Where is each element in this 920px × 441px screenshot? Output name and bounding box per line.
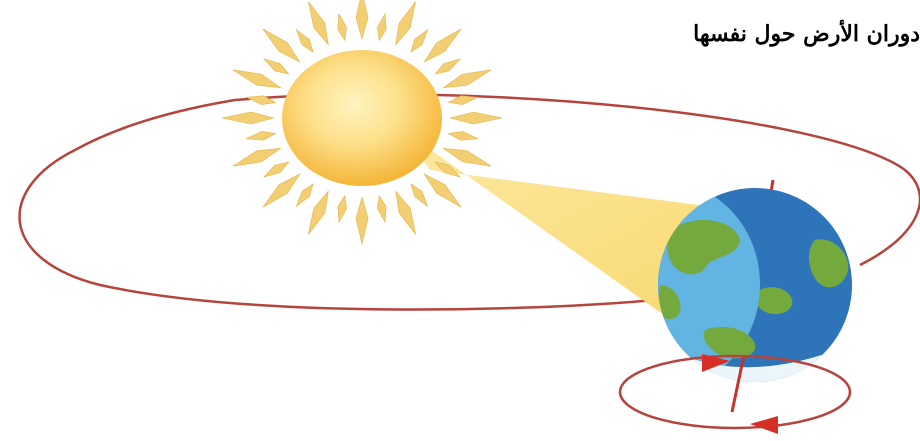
earth-icon (640, 160, 852, 400)
sun-ray (308, 191, 328, 234)
sun-ray (424, 29, 461, 62)
sun-ray (222, 112, 274, 124)
sun-ray (233, 148, 281, 166)
rotation-arrow-back (750, 416, 778, 434)
sun-ray (263, 29, 300, 62)
sun-ray (263, 174, 300, 207)
sun-ray (448, 96, 477, 105)
diagram-title: دوران الأرض حول نفسها (560, 14, 920, 54)
sun-ray (450, 112, 502, 124)
sun-ray (377, 14, 386, 41)
sun-ray (264, 59, 289, 74)
sun-ray (264, 162, 289, 177)
sun-ray (308, 2, 328, 45)
sun-ray (424, 174, 461, 207)
sun-ray (246, 131, 275, 140)
sun-ray (296, 30, 313, 52)
sun-ray (443, 70, 491, 88)
sun-ray (396, 191, 416, 234)
sun-ray (435, 59, 460, 74)
sun-ray (233, 70, 281, 88)
sun-ray (296, 184, 313, 206)
sun-ray (356, 197, 368, 244)
sun-ray (443, 148, 491, 166)
sun-icon (222, 0, 502, 244)
sun-ray (448, 131, 477, 140)
sun-ray (338, 196, 347, 223)
sun-ray (356, 0, 368, 39)
sun-ray (411, 30, 428, 52)
sun-ray (396, 2, 416, 45)
sun-ray (338, 14, 347, 41)
sun-ray (411, 184, 428, 206)
sun-ray (377, 196, 386, 223)
